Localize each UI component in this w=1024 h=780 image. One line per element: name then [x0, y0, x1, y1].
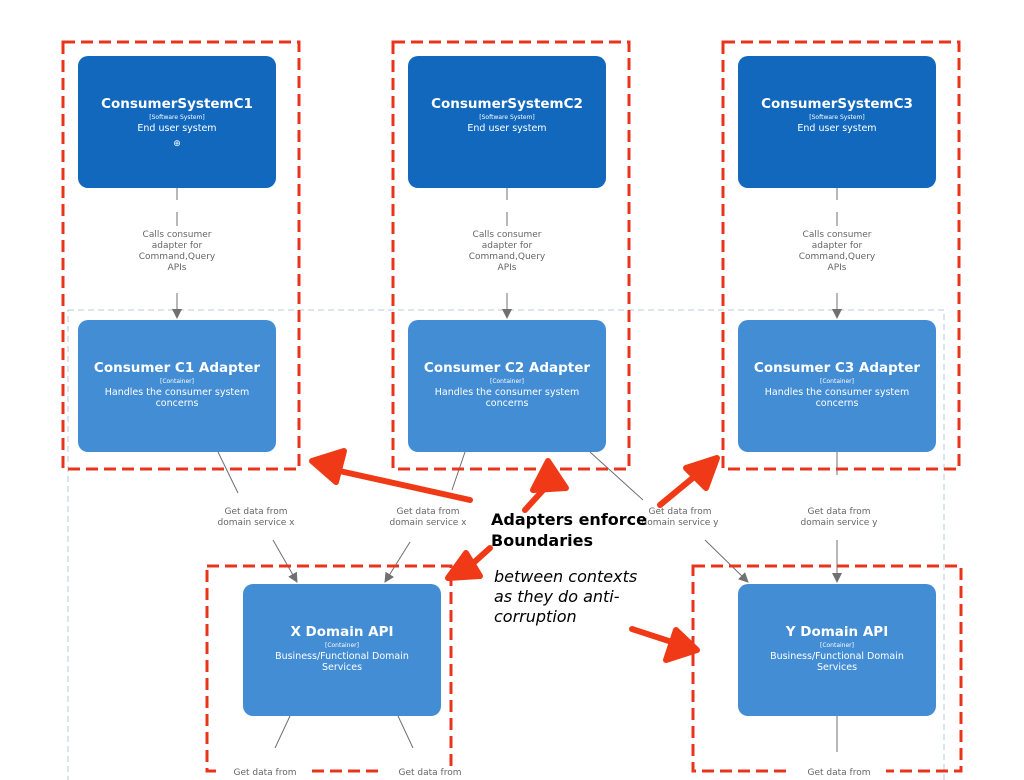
edge-c1-x-a: [217, 451, 239, 494]
edge-c2-x-b: [384, 541, 411, 583]
system-title: ConsumerSystemC2: [431, 96, 583, 112]
edge-label-c3-y: Get data from domain service y: [789, 507, 889, 529]
consumer-system-c1[interactable]: ConsumerSystemC1 [Software System] End u…: [78, 56, 276, 188]
edge-label-calls-c1: Calls consumer adapter for Command,Query…: [127, 230, 227, 274]
boundaries: [61, 40, 963, 773]
container-type: [Container]: [159, 378, 194, 385]
system-title: ConsumerSystemC3: [761, 96, 913, 112]
container-type: [Container]: [324, 642, 359, 649]
edge-label-y-bottom: Get data from: [792, 768, 886, 779]
data-edges: [217, 451, 842, 752]
consumer-system-c2[interactable]: ConsumerSystemC2 [Software System] End u…: [408, 56, 606, 188]
boundary-x-api: [205, 564, 453, 773]
container-title: Y Domain API: [785, 624, 889, 640]
system-description: End user system: [137, 123, 217, 134]
edge-label-c2-y: Get data from domain service y: [641, 507, 719, 528]
consumer-c2-adapter[interactable]: Consumer C2 Adapter [Container] Handles …: [408, 320, 606, 452]
system-description: End user system: [797, 123, 877, 134]
edge-label-calls-c2: Calls consumer adapter for Command,Query…: [457, 230, 557, 274]
boundary-c1: [61, 40, 301, 471]
edge-label-c2-x: Get data from domain service x: [378, 507, 478, 529]
annotation-body: between contexts as they do anti- corrup…: [494, 567, 638, 626]
system-description: End user system: [467, 123, 547, 134]
hand-arrow-to-y-api: [629, 626, 700, 663]
boundary-y-api: [691, 564, 963, 773]
consumer-c3-adapter[interactable]: Consumer C3 Adapter [Container] Handles …: [738, 320, 936, 452]
hand-arrow-to-c2-adapter: [522, 458, 569, 513]
edge-c2-y-a: [589, 451, 644, 501]
hand-arrow-to-c1-adapter: [309, 448, 473, 503]
container-type: [Container]: [819, 642, 854, 649]
container-title: Consumer C3 Adapter: [753, 360, 921, 376]
container-boundary: [67, 309, 945, 780]
annotation-title: Adapters enforce Boundaries: [491, 510, 647, 550]
hand-arrow-to-x-api: [445, 545, 493, 581]
container-description: Handles the consumer system concerns: [764, 387, 910, 409]
container-description: Handles the consumer system concerns: [434, 387, 580, 409]
boundary-c2: [391, 40, 631, 471]
container-type: [Container]: [819, 378, 854, 385]
y-domain-api[interactable]: Y Domain API [Container] Business/Functi…: [738, 584, 936, 716]
edge-x-bottom-left: [274, 715, 291, 749]
boundary-c3: [721, 40, 961, 471]
edge-label-c1-x: Get data from domain service x: [208, 507, 304, 529]
container-title: X Domain API: [290, 624, 394, 640]
system-type: [Software System]: [479, 114, 535, 121]
container-description: Business/Functional Domain Services: [275, 651, 409, 673]
calls-edges: [172, 187, 842, 319]
magnifier-plus-icon[interactable]: ⊕: [173, 139, 181, 149]
hand-arrow-to-c3-adapter: [657, 455, 720, 508]
system-type: [Software System]: [149, 114, 205, 121]
container-description: Handles the consumer system concerns: [104, 387, 250, 409]
edge-c2-x-a: [451, 451, 466, 491]
container-title: Consumer C2 Adapter: [423, 360, 591, 376]
hand-arrows: [309, 448, 720, 663]
consumer-system-c3[interactable]: ConsumerSystemC3 [Software System] End u…: [738, 56, 936, 188]
edge-label-calls-c3: Calls consumer adapter for Command,Query…: [787, 230, 887, 274]
system-type: [Software System]: [809, 114, 865, 121]
edge-label-x-bottom-right: Get data from: [383, 768, 477, 779]
edge-label-x-bottom-left: Get data from: [218, 768, 312, 779]
edge-c1-x-b: [272, 539, 298, 583]
edge-c2-y-b: [704, 539, 749, 583]
container-title: Consumer C1 Adapter: [93, 360, 261, 376]
system-title: ConsumerSystemC1: [101, 96, 253, 112]
consumer-c1-adapter[interactable]: Consumer C1 Adapter [Container] Handles …: [78, 320, 276, 452]
x-domain-api[interactable]: X Domain API [Container] Business/Functi…: [243, 584, 441, 716]
container-type: [Container]: [489, 378, 524, 385]
container-description: Business/Functional Domain Services: [770, 651, 904, 673]
edge-x-bottom-right: [397, 715, 414, 749]
